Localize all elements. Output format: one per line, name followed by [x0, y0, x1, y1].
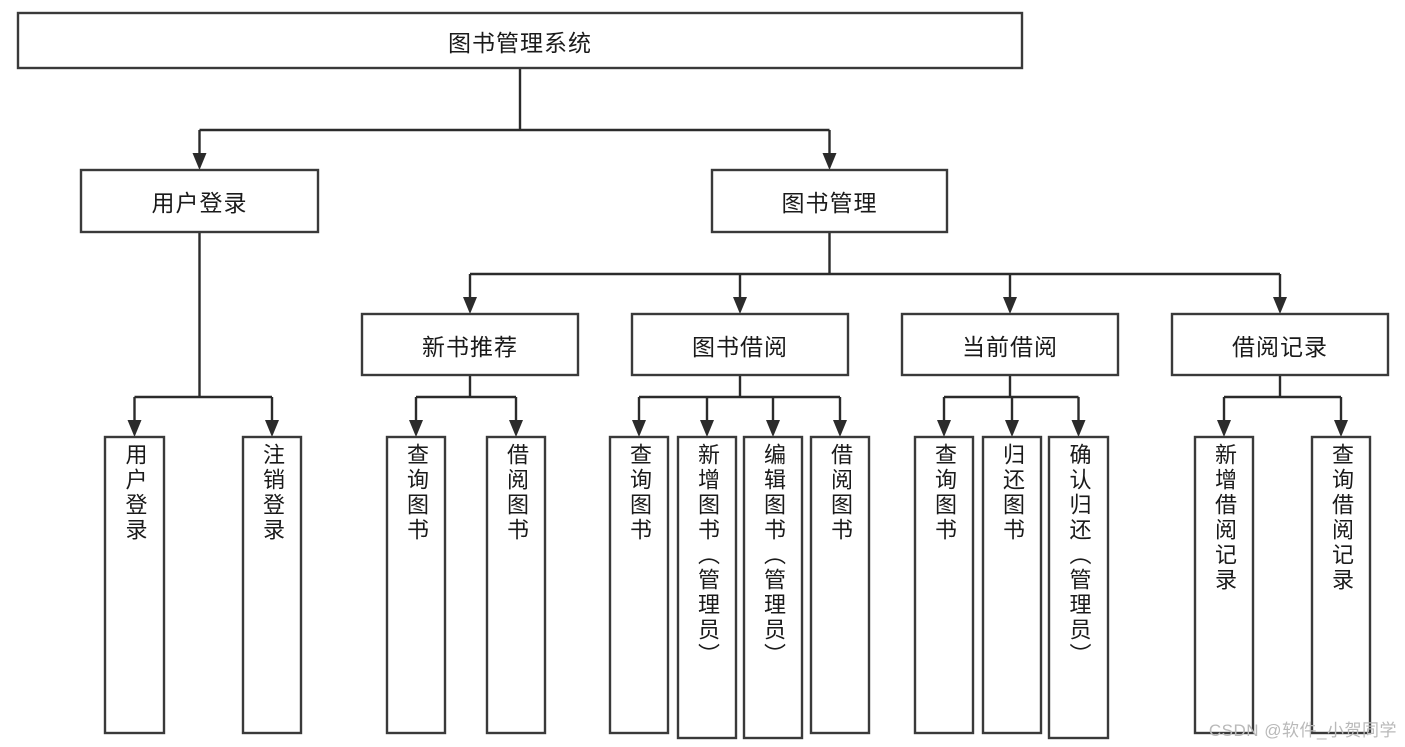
arrow-head-leaf-borrow-book-rec: [509, 420, 523, 437]
node-box-layer: [16, 11, 1390, 740]
node-box-root[interactable]: [16, 11, 1024, 70]
node-box-book-manage[interactable]: [710, 168, 949, 234]
node-box-leaf-edit-book[interactable]: [742, 435, 804, 740]
arrow-head-leaf-confirm-return: [1071, 420, 1086, 437]
arrow-head-leaf-add-record: [1217, 420, 1231, 437]
arrow-head-leaf-edit-book: [766, 420, 780, 437]
node-box-book-borrow[interactable]: [630, 312, 850, 377]
arrow-head-leaf-query-book-rec: [409, 420, 423, 437]
arrow-head-borrow-record: [1273, 297, 1287, 314]
arrow-head-book-manage: [822, 153, 837, 170]
arrow-head-leaf-query-book-borrow: [632, 420, 646, 437]
node-box-leaf-query-book-borrow[interactable]: [608, 435, 670, 735]
arrow-head-new-book-rec: [463, 297, 477, 314]
node-box-user-login[interactable]: [79, 168, 320, 234]
node-box-leaf-confirm-return[interactable]: [1047, 435, 1110, 740]
arrow-head-current-borrow: [1003, 297, 1017, 314]
node-box-leaf-add-record[interactable]: [1193, 435, 1255, 735]
arrow-head-leaf-return-book: [1005, 420, 1019, 437]
node-box-new-book-rec[interactable]: [360, 312, 580, 377]
node-box-leaf-user-logout[interactable]: [241, 435, 303, 735]
node-box-borrow-record[interactable]: [1170, 312, 1390, 377]
arrow-head-book-borrow: [733, 297, 747, 314]
arrow-head-leaf-add-book: [700, 420, 714, 437]
arrow-head-leaf-user-login: [127, 420, 142, 437]
watermark-text: CSDN @软件_小贺同学: [1208, 721, 1397, 740]
arrow-head-leaf-query-book-cur: [937, 420, 951, 437]
node-box-current-borrow[interactable]: [900, 312, 1120, 377]
node-box-leaf-add-book[interactable]: [676, 435, 738, 740]
node-box-leaf-query-book-rec[interactable]: [385, 435, 447, 735]
node-box-leaf-query-record[interactable]: [1310, 435, 1372, 735]
node-box-leaf-borrow-book[interactable]: [809, 435, 871, 735]
arrow-head-user-login: [192, 153, 207, 170]
node-box-leaf-borrow-book-rec[interactable]: [485, 435, 547, 735]
arrow-head-leaf-user-logout: [265, 420, 279, 437]
node-box-leaf-user-login[interactable]: [103, 435, 166, 735]
arrow-head-leaf-query-record: [1334, 420, 1348, 437]
node-box-leaf-query-book-cur[interactable]: [913, 435, 975, 735]
connector-layer: [127, 68, 1348, 437]
arrow-head-leaf-borrow-book: [833, 420, 847, 437]
node-box-leaf-return-book[interactable]: [981, 435, 1043, 735]
